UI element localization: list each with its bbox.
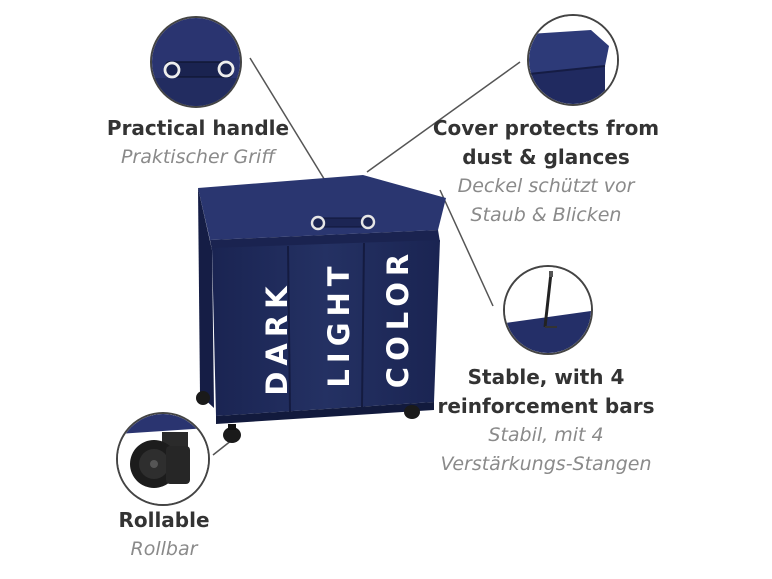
rollable-caption-de: Rollbar: [130, 538, 198, 560]
lid-icon: [527, 14, 619, 106]
cover-caption-de-1: Deckel schützt vor: [457, 175, 635, 197]
handle-caption: Practical handle Praktischer Griff: [86, 114, 310, 172]
laundry-basket: [196, 175, 446, 443]
stable-caption-de-1: Stabil, mit 4: [488, 424, 604, 446]
wheel: [196, 391, 210, 405]
cover-caption-en-2: dust & glances: [462, 145, 630, 169]
basket-handle: [310, 214, 376, 231]
handle-icon: [150, 16, 242, 108]
stable-caption: Stable, with 4 reinforcement bars Stabil…: [424, 363, 668, 479]
cover-caption: Cover protects from dust & glances Decke…: [420, 114, 672, 230]
rollable-caption-en: Rollable: [118, 508, 210, 532]
cover-caption-de-2: Staub & Blicken: [470, 204, 622, 226]
basket-front: [212, 240, 440, 416]
basket-lid: [198, 175, 446, 240]
basket-side: [198, 188, 214, 408]
wheel: [404, 405, 420, 419]
handle-caption-de: Praktischer Griff: [120, 146, 276, 168]
reinforcement-bar-icon: [503, 265, 593, 355]
wheel: [223, 427, 241, 443]
handle-caption-en: Practical handle: [106, 116, 290, 140]
stable-caption-en-2: reinforcement bars: [437, 394, 655, 418]
cover-caption-en-1: Cover protects from: [432, 116, 660, 140]
rollable-caption: Rollable Rollbar: [96, 506, 232, 564]
stable-caption-en-1: Stable, with 4: [467, 365, 625, 389]
caster-wheel-icon: [116, 412, 210, 506]
stable-caption-de-2: Verstärkungs-Stangen: [440, 453, 652, 475]
